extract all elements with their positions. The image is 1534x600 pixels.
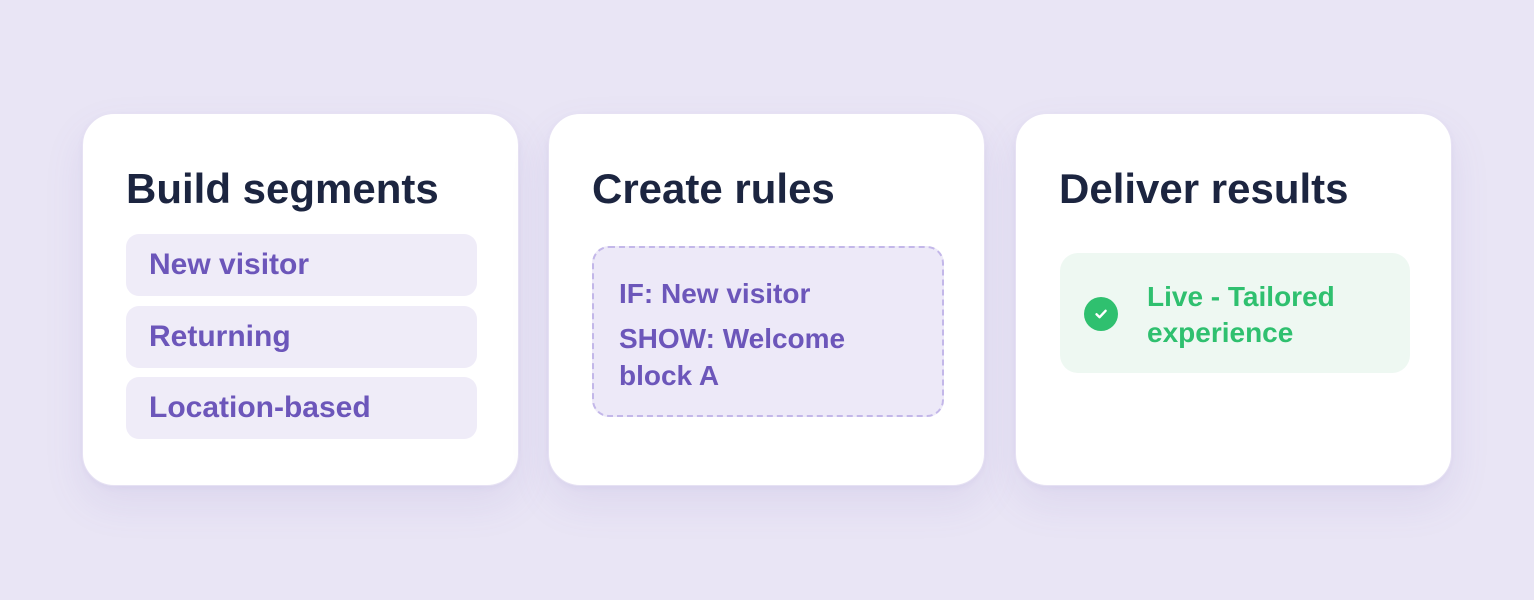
card-title: Create rules — [592, 165, 835, 212]
segment-returning[interactable]: Returning — [126, 306, 477, 368]
create-rules-card: Create rules IF: New visitor SHOW: Welco… — [548, 113, 985, 486]
segment-location-based[interactable]: Location-based — [126, 377, 477, 439]
rule-box[interactable]: IF: New visitor SHOW: Welcome block A — [592, 246, 944, 417]
segment-new-visitor[interactable]: New visitor — [126, 234, 477, 296]
deliver-results-card: Deliver results Live - Tailored experien… — [1015, 113, 1452, 486]
rule-action: SHOW: Welcome block A — [619, 323, 846, 391]
rule-condition: IF: New visitor — [619, 278, 811, 309]
card-title: Deliver results — [1059, 165, 1349, 212]
result-status: Live - Tailored experience — [1060, 253, 1410, 373]
check-circle-icon — [1084, 297, 1118, 331]
build-segments-card: Build segments New visitor Returning Loc… — [82, 113, 519, 486]
card-title: Build segments — [126, 165, 439, 212]
result-label: Live - Tailored experience — [1147, 281, 1335, 348]
